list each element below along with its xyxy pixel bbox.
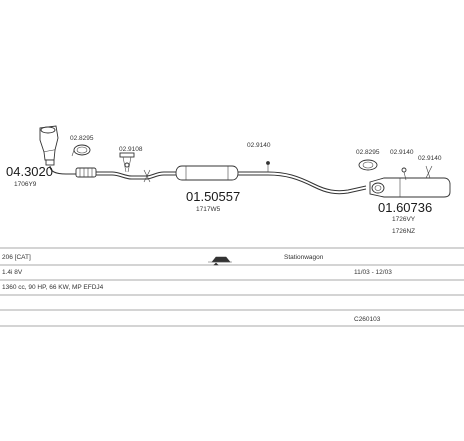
rear-number: 01.60736 [378,200,432,215]
car-icon [208,256,232,266]
mid-number: 01.50557 [186,189,240,204]
mid-pipe [238,171,367,195]
cat-number: 04.3020 [6,164,53,179]
catalytic-converter [39,125,59,166]
clamp-1-label: 02.8295 [70,135,94,142]
clamp-2-icon [358,159,378,171]
hanger-3-icon [401,167,407,181]
clamp-2-label: 02.8295 [356,149,380,156]
rear-oem-2: 1726NZ [392,228,415,235]
centre-silencer [175,165,239,181]
hanger-2-icon [266,161,270,172]
date-range: 11/03 - 12/03 [354,269,392,276]
hanger-2-label: 02.9140 [247,142,271,149]
hanger-3-label: 02.9140 [390,149,414,156]
diagram-code: C260103 [354,316,381,323]
model-label: 206 [CAT] [2,254,31,261]
rear-oem-1: 1726VY [392,216,416,223]
mid-oem: 1717W5 [196,206,221,213]
hanger-4-label: 02.9140 [418,155,442,162]
info-table [0,247,464,327]
engine-spec: 1360 cc, 90 HP, 66 KW, MP EFDJ4 [2,284,104,291]
hanger-1-label: 02.9108 [119,146,143,153]
hanger-1-icon [119,152,151,183]
cat-oem: 1706Y9 [14,181,37,188]
rear-silencer [369,177,451,198]
clamp-1-icon [71,144,91,157]
front-pipe [49,165,186,180]
body-type: Stationwagon [284,254,324,261]
hanger-4-icon [425,165,433,179]
engine: 1.4i 8V [2,269,23,276]
